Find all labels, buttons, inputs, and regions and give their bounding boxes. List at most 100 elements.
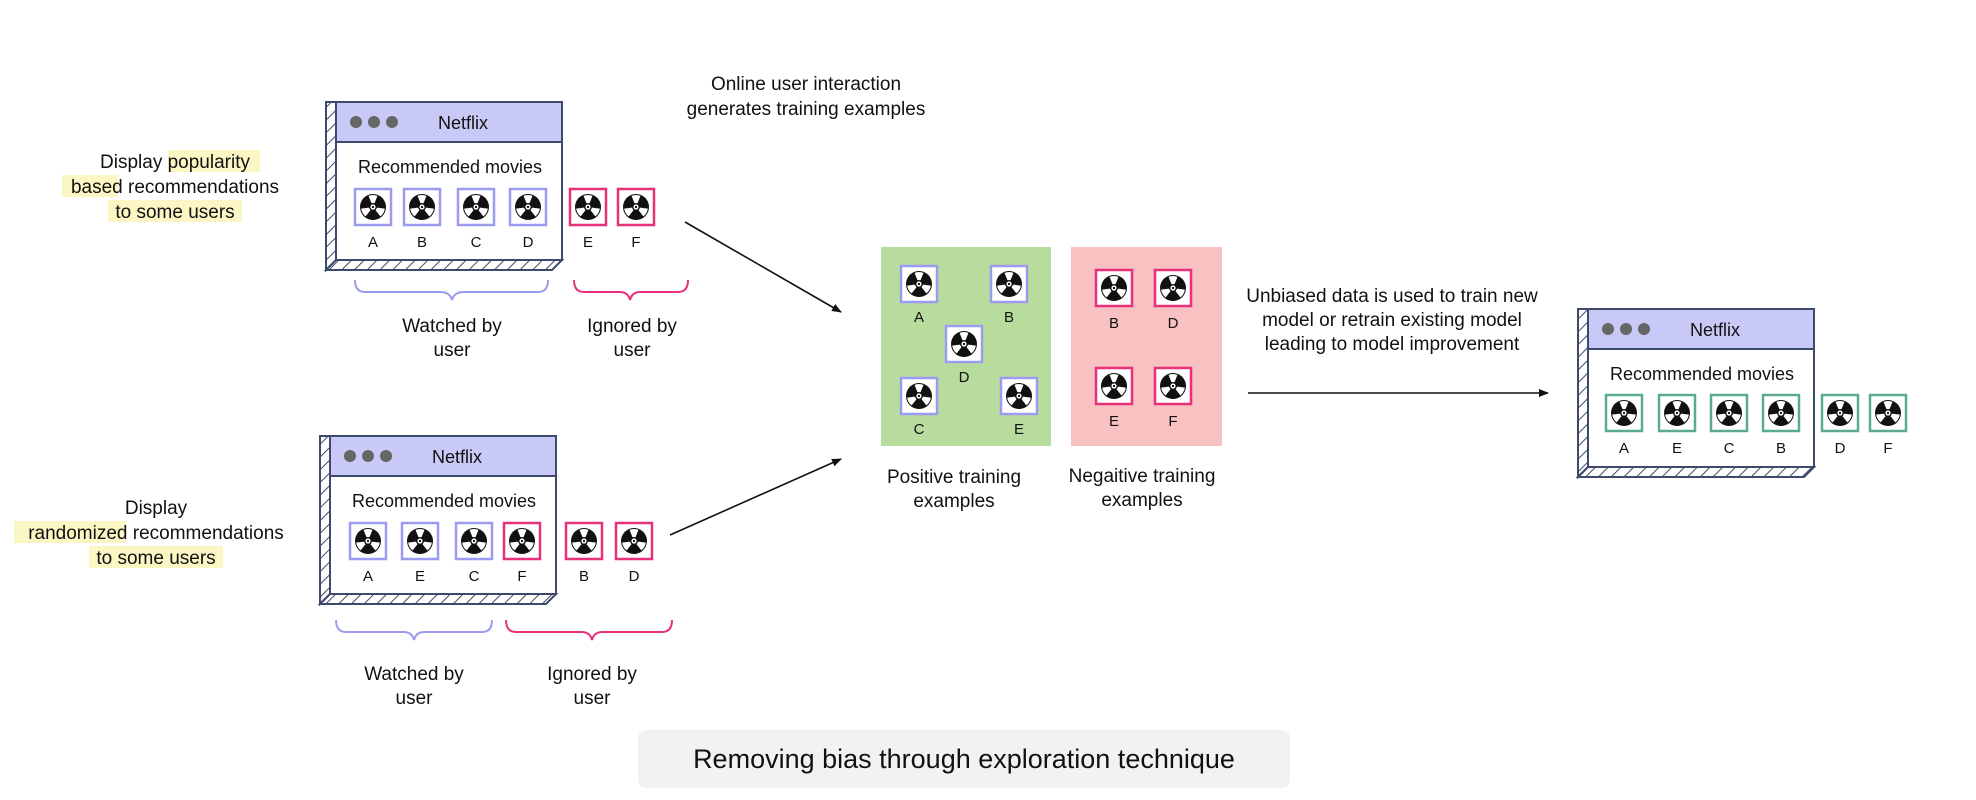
window-dot <box>380 450 392 462</box>
negative-examples-panel <box>1071 247 1222 446</box>
movie-label: F <box>1883 440 1892 457</box>
film-reel-icon <box>1101 275 1127 301</box>
movie-tile: D <box>1153 268 1193 332</box>
top-caption-line-1: Display popularity <box>100 152 250 173</box>
movie-tile: C <box>456 187 496 251</box>
window-dot <box>386 116 398 128</box>
movie-label: E <box>1109 413 1119 430</box>
movie-label: E <box>1014 421 1024 438</box>
film-reel-icon <box>515 194 541 220</box>
film-reel-icon <box>906 271 932 297</box>
movie-label: A <box>363 568 373 585</box>
arrow-bottom-to-training <box>669 458 842 536</box>
positive-label-line-1: Positive training <box>887 467 1021 488</box>
film-reel-icon <box>407 528 433 554</box>
movie-label: C <box>1724 440 1735 457</box>
movie-tile: A <box>348 521 388 585</box>
movie-tile: B <box>1761 393 1801 457</box>
film-reel-icon <box>409 194 435 220</box>
ignored-label-line-1: Ignored by <box>547 664 637 685</box>
film-reel-icon <box>1160 275 1186 301</box>
movie-label: F <box>517 568 526 585</box>
film-reel-icon <box>1101 373 1127 399</box>
window-heading: Recommended movies <box>358 157 542 177</box>
movie-label: B <box>1004 309 1014 326</box>
window-title: Netflix <box>432 447 482 467</box>
window-dot <box>362 450 374 462</box>
right-note-line-1: Unbiased data is used to train new <box>1246 286 1538 307</box>
top-caption: Display popularity based recommendations… <box>62 150 279 223</box>
right-note-line-3: leading to model improvement <box>1265 334 1520 355</box>
movie-tile: F <box>1153 366 1193 430</box>
film-reel-icon <box>509 528 535 554</box>
negative-label-line-1: Negaitive training <box>1069 466 1216 487</box>
movie-label: B <box>579 568 589 585</box>
movie-tile: D <box>508 187 548 251</box>
window-dot <box>1620 323 1632 335</box>
bottom-caption: Display randomized recommendations to so… <box>14 498 284 569</box>
film-reel-icon <box>1611 400 1637 426</box>
movie-label: A <box>1619 440 1629 457</box>
window-heading: Recommended movies <box>352 491 536 511</box>
positive-label-line-2: examples <box>913 491 994 512</box>
film-reel-icon <box>461 528 487 554</box>
window-dot <box>1638 323 1650 335</box>
movie-tile: A <box>1604 393 1644 457</box>
highlight <box>168 150 260 172</box>
movie-tile: C <box>454 521 494 585</box>
movie-tile: E <box>1657 393 1697 457</box>
film-reel-icon <box>906 383 932 409</box>
highlight <box>89 546 223 568</box>
film-reel-icon <box>951 331 977 357</box>
movie-label: B <box>1109 315 1119 332</box>
movie-label: B <box>417 234 427 251</box>
movie-label: A <box>368 234 378 251</box>
top-note-line-2: generates training examples <box>687 99 926 120</box>
film-reel-icon <box>621 528 647 554</box>
right-netflix-window: Netflix Recommended movies <box>1575 308 1817 480</box>
arrow-top-to-training <box>684 221 842 313</box>
window-dot <box>350 116 362 128</box>
footer-box <box>638 730 1290 788</box>
movie-label: A <box>914 309 924 326</box>
film-reel-icon <box>571 528 597 554</box>
window-dot <box>344 450 356 462</box>
movie-label: E <box>583 234 593 251</box>
movie-tile: A <box>353 187 393 251</box>
movie-tile: F <box>1868 393 1908 457</box>
film-reel-icon <box>1160 373 1186 399</box>
footer-title: Removing bias through exploration techni… <box>693 744 1235 774</box>
movie-tile: E <box>1094 366 1134 430</box>
movie-tile: D <box>944 324 984 386</box>
movie-label: B <box>1776 440 1786 457</box>
watched-brace <box>335 619 493 641</box>
movie-tile: F <box>502 521 542 585</box>
movie-tile: B <box>1094 268 1134 332</box>
ignored-label-line-1: Ignored by <box>587 316 677 337</box>
movie-label: D <box>629 568 640 585</box>
movie-tile: E <box>400 521 440 585</box>
watched-label-line-1: Watched by <box>402 316 502 337</box>
movie-label: F <box>1168 413 1177 430</box>
film-reel-icon <box>1875 400 1901 426</box>
film-reel-icon <box>355 528 381 554</box>
top-caption-line-2: based recommendations <box>71 177 279 198</box>
window-dot <box>368 116 380 128</box>
watched-brace <box>354 279 549 301</box>
ignored-brace <box>505 619 673 641</box>
window-heading: Recommended movies <box>1610 364 1794 384</box>
film-reel-icon <box>1827 400 1853 426</box>
film-reel-icon <box>360 194 386 220</box>
highlight <box>62 175 118 197</box>
top-netflix-window: Netflix Recommended movies <box>323 101 565 273</box>
movie-label: C <box>471 234 482 251</box>
bottom-caption-line-3: to some users <box>96 548 215 569</box>
window-dot <box>1602 323 1614 335</box>
film-reel-icon <box>1006 383 1032 409</box>
bottom-caption-line-2: randomized recommendations <box>28 523 284 544</box>
movie-tile: C <box>899 376 939 438</box>
film-reel-icon <box>463 194 489 220</box>
highlight <box>14 521 126 543</box>
